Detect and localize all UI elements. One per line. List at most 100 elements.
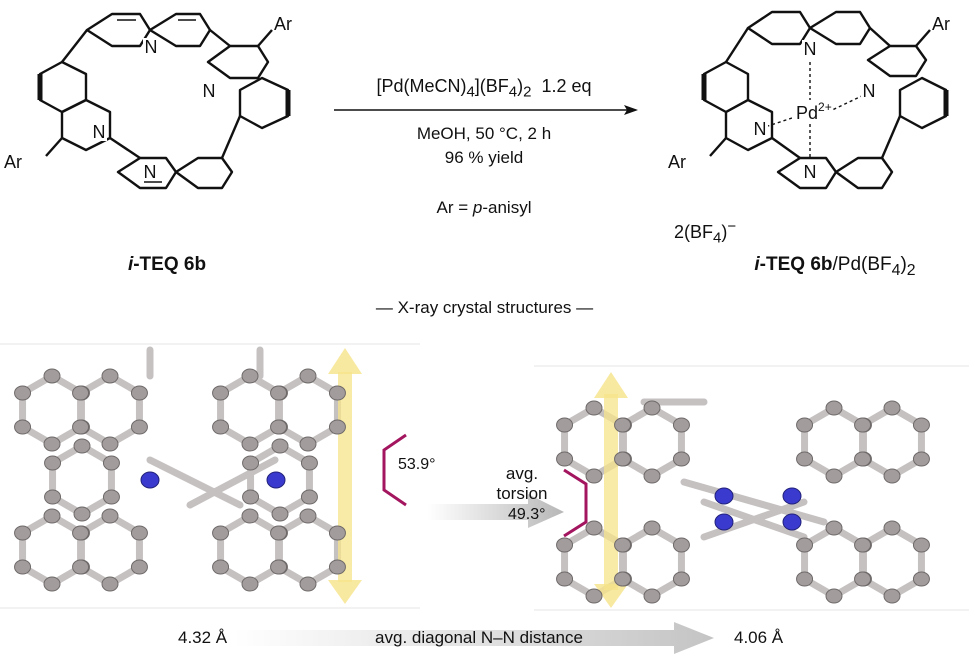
xray-left-carbon-atom <box>241 368 259 384</box>
xray-left-carbon-atom <box>130 559 148 575</box>
xray-right-carbon-atom <box>643 468 661 484</box>
left-molecule-structure: N N N N Ar Ar <box>4 12 292 190</box>
xray-left-bond <box>146 456 244 509</box>
xray-left-carbon-atom <box>14 525 32 541</box>
atom-n-top: N <box>145 37 158 57</box>
xray-right-carbon-atom <box>883 588 901 604</box>
xray-right-carbon-atom <box>883 400 901 416</box>
xray-left-nitrogen-atom <box>140 471 160 489</box>
xray-right-carbon-atom <box>585 468 603 484</box>
xray-left-carbon-atom <box>241 508 259 524</box>
xray-left-carbon-atom <box>72 419 90 435</box>
xray-left-carbon-atom <box>130 385 148 401</box>
torsion-caption: avg. torsion <box>496 464 548 503</box>
xray-left-carbon-atom <box>212 559 230 575</box>
torsion-value-left: 53.9° <box>398 456 436 473</box>
xray-left-carbon-atom <box>43 508 61 524</box>
xray-left-carbon-atom <box>212 385 230 401</box>
svg-text:N: N <box>804 39 817 59</box>
xray-left-carbon-atom <box>101 508 119 524</box>
reaction-solvent: MeOH, 50 °C, 2 h <box>416 124 552 143</box>
xray-left-carbon-atom <box>43 368 61 384</box>
xray-right-carbon-atom <box>796 537 814 553</box>
xray-left-carbon-atom <box>44 489 62 505</box>
xray-left-carbon-atom <box>270 525 288 541</box>
torsion-gray-arrow <box>428 494 564 528</box>
xray-right-carbon-atom <box>883 468 901 484</box>
reaction-arrow <box>334 105 638 115</box>
aryl-definition: Ar = p-anisyl <box>436 198 532 217</box>
xray-left-carbon-atom <box>101 576 119 592</box>
right-molecule-label: i-TEQ 6b/Pd(BF4)2 <box>754 254 916 279</box>
xray-right-carbon-atom <box>672 537 690 553</box>
molecular-axis-arrow-right <box>594 372 628 608</box>
xray-right-carbon-atom <box>825 468 843 484</box>
xray-left-carbon-atom <box>72 559 90 575</box>
xray-right-carbon-atom <box>912 537 930 553</box>
xray-left-carbon-atom <box>101 368 119 384</box>
xray-right-carbon-atom <box>883 520 901 536</box>
xray-right-carbon-atom <box>796 451 814 467</box>
aryl-group-left: Ar <box>4 152 22 172</box>
xray-right-carbon-atom <box>912 417 930 433</box>
xray-left-carbon-atom <box>43 436 61 452</box>
xray-right-carbon-atom <box>854 537 872 553</box>
xray-right-carbon-atom <box>643 400 661 416</box>
xray-right-carbon-atom <box>825 400 843 416</box>
xray-left-carbon-atom <box>271 506 289 522</box>
xray-left-carbon-atom <box>300 455 318 471</box>
xray-right-carbon-atom <box>585 400 603 416</box>
xray-left-carbon-atom <box>14 559 32 575</box>
xray-left-carbon-atom <box>72 525 90 541</box>
xray-left-carbon-atom <box>270 419 288 435</box>
xray-left-carbon-atom <box>328 385 346 401</box>
xray-right-carbon-atom <box>556 571 574 587</box>
xray-right-carbon-atom <box>585 588 603 604</box>
xray-right-carbon-atom <box>643 520 661 536</box>
xray-structure-pd-complex <box>534 365 969 611</box>
xray-left-carbon-atom <box>299 436 317 452</box>
xray-right-carbon-atom <box>825 588 843 604</box>
xray-right-carbon-atom <box>585 520 603 536</box>
xray-right-carbon-atom <box>556 537 574 553</box>
nn-distance-gray-arrow <box>234 622 714 654</box>
xray-structure-free-ligand <box>0 343 420 609</box>
reagent-equiv: 1.2 eq <box>541 76 592 96</box>
torsion-bracket-left <box>382 433 407 507</box>
xray-left-nitrogen-atom <box>266 471 286 489</box>
xray-right-carbon-atom <box>854 571 872 587</box>
nn-distance-right: 4.06 Å <box>734 628 784 647</box>
reagent-line: [Pd(MeCN)4](BF4)2 1.2 eq <box>376 76 592 101</box>
xray-right-carbon-atom <box>556 451 574 467</box>
xray-right-carbon-atom <box>672 417 690 433</box>
xray-left-carbon-atom <box>212 419 230 435</box>
xray-right-bond <box>680 478 828 526</box>
xray-left-carbon-atom <box>271 438 289 454</box>
xray-left-carbon-atom <box>270 385 288 401</box>
atom-n-bottom: N <box>144 162 157 182</box>
left-molecule-label: i-TEQ 6b <box>127 254 207 275</box>
xray-left-carbon-atom <box>328 419 346 435</box>
xray-left-carbon-atom <box>130 525 148 541</box>
svg-text:N: N <box>863 81 876 101</box>
xray-right-carbon-atom <box>614 417 632 433</box>
xray-right-carbon-atom <box>854 417 872 433</box>
xray-left-carbon-atom <box>242 489 260 505</box>
xray-left-carbon-atom <box>212 525 230 541</box>
reaction-yield: 96 % yield <box>444 148 524 167</box>
xray-left-carbon-atom <box>44 455 62 471</box>
xray-left-carbon-atom <box>242 455 260 471</box>
xray-right-carbon-atom <box>614 451 632 467</box>
xray-left-carbon-atom <box>328 559 346 575</box>
xray-right-carbon-atom <box>912 451 930 467</box>
xray-left-carbon-atom <box>299 576 317 592</box>
xray-right-carbon-atom <box>796 571 814 587</box>
xray-right-nitrogen-atom <box>714 487 734 505</box>
xray-right-carbon-atom <box>672 571 690 587</box>
xray-right-nitrogen-atom <box>714 513 734 531</box>
xray-left-carbon-atom <box>102 455 120 471</box>
xray-right-carbon-atom <box>614 537 632 553</box>
xray-left-carbon-atom <box>241 576 259 592</box>
torsion-value-right: 49.3° <box>508 506 546 523</box>
